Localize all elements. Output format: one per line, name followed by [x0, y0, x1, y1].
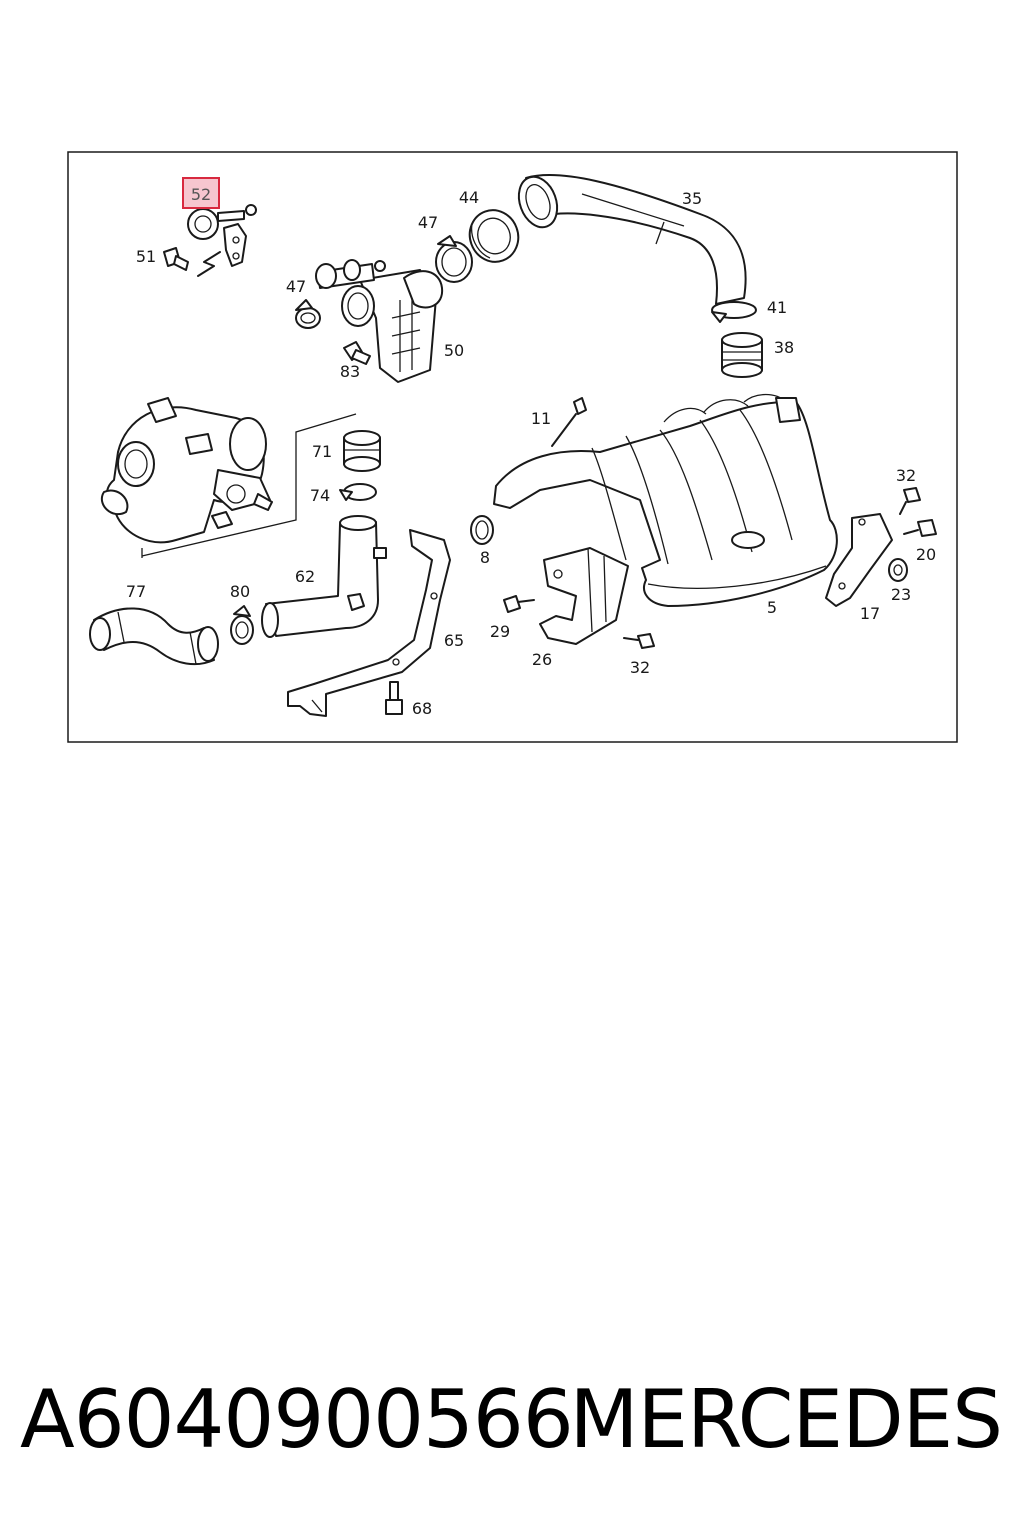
bolt-32-right-part[interactable]	[899, 487, 921, 515]
callout-41[interactable]: 41	[767, 298, 787, 317]
callout-62[interactable]: 62	[295, 567, 315, 586]
grommet-23-part[interactable]	[888, 558, 908, 582]
callout-47-upper[interactable]: 47	[418, 213, 438, 232]
hose-clamp-80-part[interactable]	[230, 605, 254, 645]
footer: A6040900566 MERCEDES	[0, 1370, 1024, 1480]
callout-71[interactable]: 71	[312, 442, 332, 461]
callout-20[interactable]: 20	[916, 545, 936, 564]
callout-32-lower[interactable]: 32	[630, 658, 650, 677]
coupling-ring-44-part[interactable]	[463, 203, 526, 268]
bracket-17-part[interactable]	[825, 513, 893, 607]
fitting-83-part[interactable]	[343, 341, 371, 365]
hose-clamp-41-part[interactable]	[711, 301, 757, 323]
support-bracket-65-part[interactable]	[287, 529, 451, 717]
hose-clamp-47-left-part[interactable]	[295, 299, 321, 329]
callout-11[interactable]: 11	[531, 409, 551, 428]
highlight-box	[182, 177, 220, 209]
callout-38[interactable]: 38	[774, 338, 794, 357]
intake-manifold-5-part[interactable]	[493, 393, 838, 607]
callout-74[interactable]: 74	[310, 486, 330, 505]
callout-77[interactable]: 77	[126, 582, 146, 601]
bolt-20-part[interactable]	[903, 519, 937, 537]
callout-23[interactable]: 23	[891, 585, 911, 604]
callout-32-right[interactable]: 32	[896, 466, 916, 485]
callout-52[interactable]: 52	[191, 185, 211, 204]
seal-ring-8-part[interactable]	[470, 515, 494, 545]
charge-air-pipe-35-part[interactable]	[512, 171, 747, 305]
charge-hose-77-part[interactable]	[89, 607, 219, 666]
callout-35[interactable]: 35	[682, 189, 702, 208]
callout-51[interactable]: 51	[136, 247, 156, 266]
bolt-68-part[interactable]	[385, 681, 403, 715]
parts-diagram: 52 51 47 44 35 47 50 83 41 38 11 71 74 3…	[67, 151, 958, 743]
bracket-26-part[interactable]	[539, 547, 629, 645]
callout-26[interactable]: 26	[532, 650, 552, 669]
callout-17[interactable]: 17	[860, 604, 880, 623]
callout-50[interactable]: 50	[444, 341, 464, 360]
throttle-housing-part[interactable]	[315, 259, 444, 383]
callout-68[interactable]: 68	[412, 699, 432, 718]
turbocharger-part[interactable]	[101, 397, 273, 544]
bolt-11-part[interactable]	[551, 397, 587, 447]
callout-83[interactable]: 83	[340, 362, 360, 381]
callout-8[interactable]: 8	[480, 548, 490, 567]
callout-5[interactable]: 5	[767, 598, 777, 617]
part-number: A6040900566	[20, 1373, 574, 1466]
callout-44[interactable]: 44	[459, 188, 479, 207]
bolt-29-part[interactable]	[503, 595, 535, 613]
callout-65[interactable]: 65	[444, 631, 464, 650]
callout-80[interactable]: 80	[230, 582, 250, 601]
bolt-32-lower-part[interactable]	[623, 633, 655, 649]
vacuum-actuator-part[interactable]	[187, 204, 257, 267]
hose-clamp-74-part[interactable]	[339, 483, 377, 501]
turbo-group-bracket	[141, 413, 357, 557]
rubber-sleeve-38-part[interactable]	[721, 332, 763, 378]
brand-name: MERCEDES	[569, 1373, 1003, 1466]
elbow-pipe-62-part[interactable]	[261, 515, 387, 638]
break-line-icon	[197, 251, 221, 277]
rubber-sleeve-71-part[interactable]	[343, 430, 381, 472]
callout-47-left[interactable]: 47	[286, 277, 306, 296]
bolt-51-part[interactable]	[163, 247, 189, 271]
hose-clamp-47-upper-part[interactable]	[435, 235, 473, 283]
callout-29[interactable]: 29	[490, 622, 510, 641]
